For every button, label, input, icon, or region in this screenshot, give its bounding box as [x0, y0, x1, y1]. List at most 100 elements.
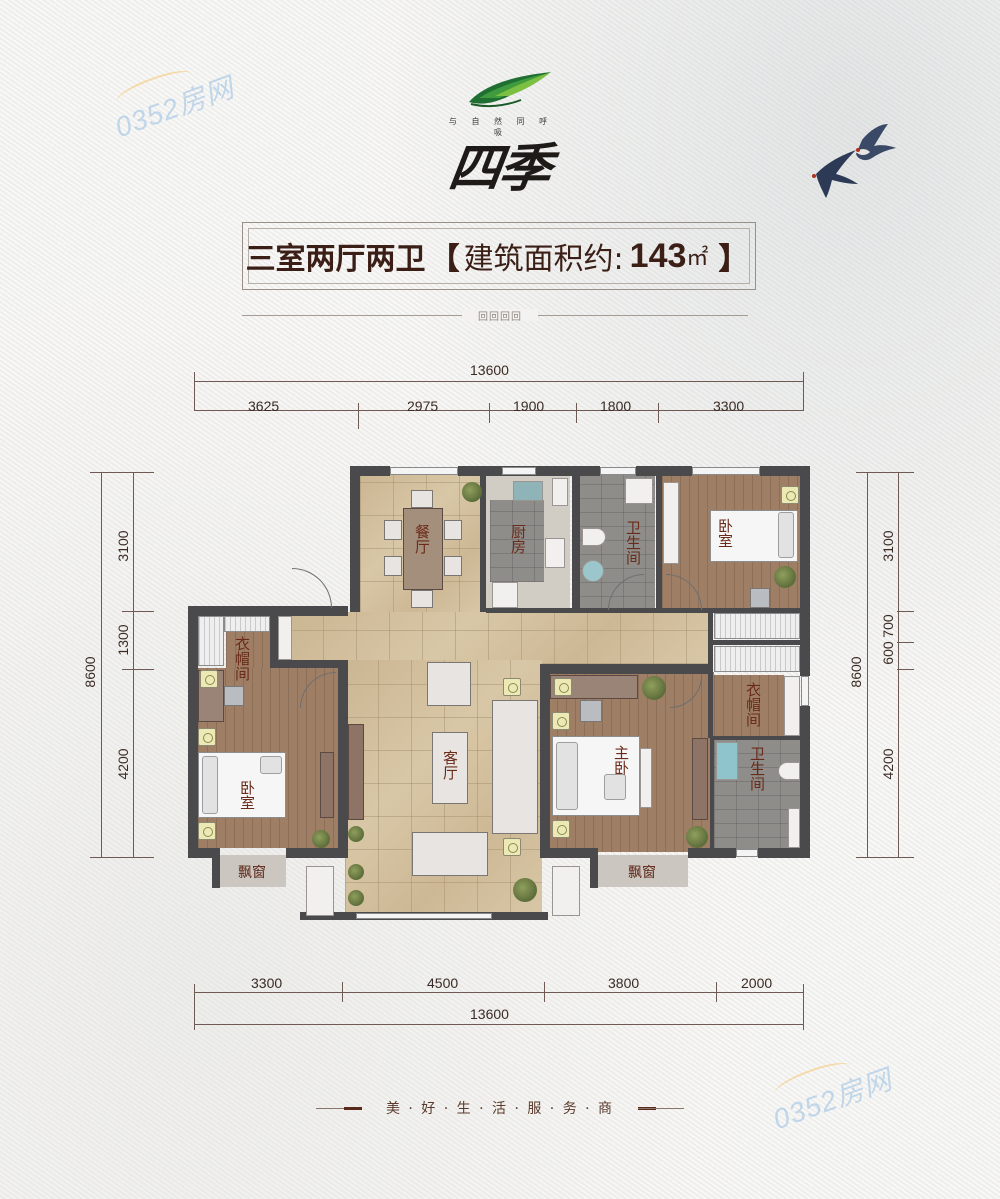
bracket-close: 】: [718, 242, 749, 277]
corridor-floor: [290, 612, 710, 664]
lamp-icon: [503, 678, 521, 696]
wall: [286, 848, 346, 858]
wardrobe: [714, 646, 800, 672]
wall: [540, 664, 710, 674]
dim-tick: [122, 669, 154, 670]
layout-type: 三室两厅两卫: [245, 242, 426, 277]
footer-bar-left: [344, 1107, 362, 1110]
dim-tick: [897, 669, 914, 670]
shower: [625, 478, 653, 504]
lamp-icon: [554, 678, 572, 696]
closet-master-shelf: [784, 676, 800, 736]
wall: [270, 660, 348, 668]
wall: [708, 640, 800, 645]
stool: [750, 588, 770, 608]
room-label-master: 主卧: [612, 745, 630, 775]
window: [356, 913, 492, 919]
dim-top-seg-2: 2975: [407, 398, 439, 414]
dim-line-left-segments: [133, 472, 134, 858]
wall: [270, 612, 278, 666]
fret-knot-icon: 回回回回: [462, 309, 538, 323]
tv-cabinet-living: [348, 724, 364, 820]
dim-line-top-total: [194, 381, 804, 382]
room-label-closet-west: 衣帽间: [233, 636, 251, 681]
coffee-table: [432, 732, 468, 804]
sofa: [492, 700, 538, 834]
wall: [708, 612, 713, 738]
kitchen-stove: [545, 538, 565, 568]
dim-tick: [90, 472, 154, 473]
plant: [513, 878, 537, 902]
balcony-cabinet-east: [552, 866, 580, 916]
dining-chair: [411, 590, 433, 608]
plant: [348, 864, 364, 880]
wall: [578, 466, 600, 476]
logo-name: 四季: [444, 139, 554, 199]
footer-line-right: [638, 1108, 684, 1109]
plant: [642, 676, 666, 700]
dim-tick: [194, 984, 195, 1030]
room-label-living: 客厅: [441, 750, 459, 780]
dining-chair: [411, 490, 433, 508]
plant: [774, 566, 796, 588]
room-label-bath-north: 卫生间: [624, 520, 642, 565]
wall: [710, 736, 714, 852]
bench-master: [640, 748, 652, 808]
dim-left-seg-3: 4200: [115, 748, 131, 780]
room-label-kitchen: 厨房: [509, 524, 527, 554]
wall: [350, 466, 390, 476]
title-frame: 三室两厅两卫 【 建筑面积约: 143 ㎡ 】: [242, 222, 756, 290]
dim-tick: [856, 857, 914, 858]
dim-right-seg-4: 4200: [880, 748, 896, 780]
plant: [312, 830, 330, 848]
bedside-lamp-icon: [552, 820, 570, 838]
bracket-open: 【: [429, 242, 460, 277]
pillow: [778, 512, 794, 558]
dim-line-right-segments: [898, 472, 899, 858]
wall: [760, 466, 810, 476]
dim-bottom-seg-4: 2000: [741, 975, 773, 991]
dining-table: [403, 508, 443, 590]
pillow: [260, 756, 282, 774]
area-unit: ㎡: [686, 246, 709, 271]
wall: [688, 848, 736, 858]
chair-west: [224, 686, 244, 706]
dining-chair: [444, 520, 462, 540]
kitchen-island: [490, 500, 544, 582]
wall: [758, 848, 810, 858]
lamp-icon: [200, 670, 218, 688]
washbasin: [582, 560, 604, 582]
footer-slogan: 美 · 好 · 生 · 活 · 服 · 务 · 商: [385, 1101, 615, 1117]
window: [502, 467, 536, 475]
dim-tick: [856, 472, 914, 473]
wall: [540, 664, 550, 858]
wall: [212, 848, 220, 888]
title-text: 三室两厅两卫 【 建筑面积约: 143 ㎡ 】: [243, 223, 755, 289]
wall: [636, 466, 692, 476]
dim-top-seg-1: 3625: [248, 398, 280, 414]
watermark-top-left: 0352房网: [109, 64, 239, 146]
toilet: [582, 528, 606, 546]
pillow: [556, 742, 578, 810]
dim-line-bottom-total: [194, 1024, 804, 1025]
wall: [480, 476, 486, 612]
dim-bottom-seg-3: 3800: [608, 975, 640, 991]
dim-tick: [122, 611, 154, 612]
wall: [800, 466, 810, 676]
bedside-lamp-icon: [552, 712, 570, 730]
entry-door[interactable]: [292, 568, 332, 608]
window: [600, 467, 636, 475]
wardrobe: [224, 616, 270, 632]
lamp-icon: [503, 838, 521, 856]
window: [390, 467, 458, 475]
window: [692, 467, 760, 475]
ottoman-sofa: [412, 832, 488, 876]
vanity-master: [788, 808, 800, 848]
tv-cabinet-master: [692, 738, 708, 820]
bay-window-west-floor: [218, 855, 286, 887]
wall: [188, 848, 220, 858]
room-label-bay-window-west: 飘窗: [238, 865, 266, 881]
area-value: 143: [629, 236, 687, 275]
swallow-birds-icon: [812, 124, 896, 198]
storage-cabinet: [278, 616, 292, 660]
